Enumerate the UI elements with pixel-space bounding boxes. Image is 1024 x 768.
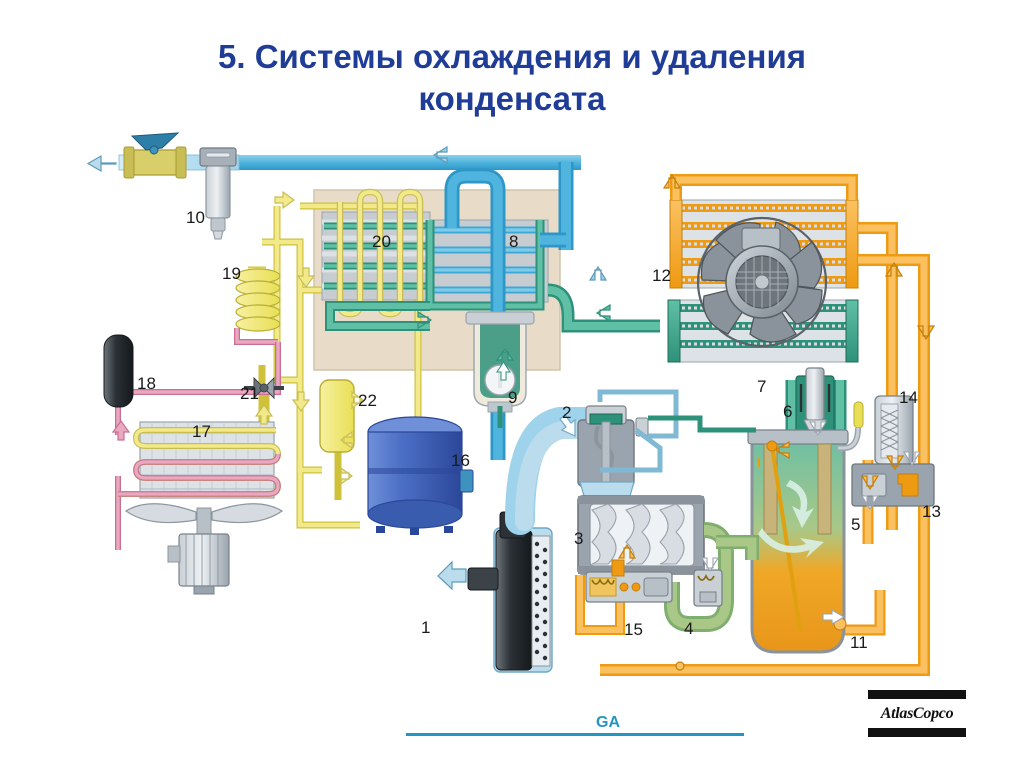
oil-stop-valve-4: [693, 569, 723, 607]
callout-17: 17: [192, 422, 211, 441]
page-title-line-1: 5. Системы охлаждения и удаления: [218, 38, 806, 75]
callout-22: 22: [358, 391, 377, 410]
callout-1: 1: [421, 618, 431, 637]
callout-5: 5: [851, 515, 861, 534]
callout-18: 18: [137, 374, 156, 393]
air-intake-filter-1: [437, 511, 553, 673]
callout-6: 6: [783, 402, 793, 421]
condenser-fan: [124, 503, 284, 595]
capillary-tube-coil-19: [234, 266, 281, 345]
refrigerant-condenser-17: [118, 421, 284, 595]
refrigerant-compressor-16: [367, 416, 474, 535]
callout-4: 4: [684, 619, 694, 638]
flow-arrows: [111, 145, 936, 671]
callout-2: 2: [562, 403, 572, 422]
blow-off-solenoid-valve-15: [585, 559, 673, 603]
callout-10: 10: [186, 208, 205, 227]
callout-15: 15: [624, 620, 643, 639]
callout-8: 8: [509, 232, 519, 251]
callout-7: 7: [757, 377, 767, 396]
callout-11: 11: [850, 633, 868, 652]
callout-19: 19: [222, 264, 241, 283]
refrigerant-liquid-lines: [115, 342, 281, 550]
page-title-line-2: конденсата: [418, 80, 606, 117]
callout-12: 12: [652, 266, 671, 285]
refrigerant-receiver-18: [103, 334, 134, 408]
cooling-condensate-diagram: [0, 130, 1024, 690]
logo-wordmark: AtlasCopco: [880, 705, 954, 722]
oil-filter-14: [874, 395, 914, 465]
callout-16: 16: [451, 451, 470, 470]
logo-bar-bottom: [868, 728, 966, 737]
oil-separator-vessel-5: [747, 401, 864, 654]
screw-compressor-element-3: [577, 495, 759, 632]
callout-3: 3: [574, 529, 584, 548]
footer-divider: [406, 733, 744, 736]
cooler-fan: [696, 216, 828, 348]
page-title: 5. Системы охлаждения и удаления конденс…: [60, 36, 964, 120]
callout-13: 13: [922, 502, 941, 521]
callout-14: 14: [899, 388, 918, 407]
misc-connectors: [490, 430, 760, 467]
refrigerant-evaporator-20: [321, 188, 431, 318]
inlet-unloader-valve-2: [505, 389, 756, 535]
callout-20: 20: [372, 232, 391, 251]
expansion-valve-21: [244, 376, 284, 400]
atlas-copco-logo: AtlasCopco: [868, 690, 966, 737]
callout-9: 9: [508, 388, 518, 407]
callout-21: 21: [240, 384, 259, 403]
condensate-trap-9: [465, 311, 535, 428]
footer-model-label: GA: [596, 714, 620, 731]
dryer-heat-exchanger-8: [325, 168, 660, 430]
logo-bar-top: [868, 690, 966, 699]
refrigerant-dryer-filter-22: [319, 379, 355, 453]
